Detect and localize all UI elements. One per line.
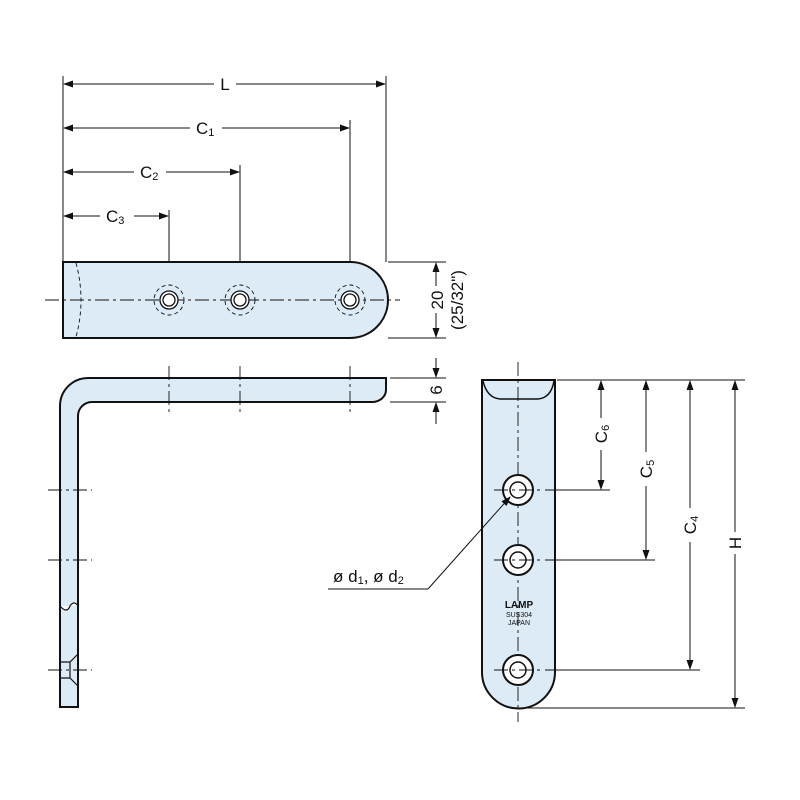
dimension-label-C5: C5: [637, 460, 657, 478]
dimension-label-width-inch: (25/32"): [448, 270, 467, 330]
front-hole-2: [494, 544, 542, 576]
dimension-C1: C1: [63, 119, 350, 139]
dimension-label-C6: C6: [592, 425, 612, 443]
dimension-C2: C2: [63, 163, 240, 183]
top-hole-2: [224, 284, 256, 316]
side-view-profile: [59, 377, 387, 708]
dimension-label-width-mm: 20: [428, 291, 447, 310]
dimension-label-C1: C1: [196, 119, 214, 139]
dimension-C3: C3: [63, 207, 169, 227]
dimension-C6: C6: [592, 380, 612, 490]
top-hole-1: [153, 284, 185, 316]
hole-diameter-callout: ø d1, ø d2: [328, 496, 511, 590]
front-hole-3: [494, 654, 542, 686]
dimension-label-thickness: 6: [427, 385, 446, 394]
dimension-width: 20 (25/32"): [388, 261, 467, 339]
dimension-C4: C4: [681, 380, 701, 670]
top-hole-3: [334, 284, 366, 316]
material-label: SUS304: [506, 612, 532, 619]
brand-logo: LAMP: [505, 600, 534, 611]
dimension-L: L: [63, 75, 386, 94]
side-view: 6: [48, 358, 446, 708]
origin-label: JAPAN: [508, 620, 530, 627]
hole-diameter-label: ø d1, ø d2: [333, 567, 404, 587]
product-marking: LAMP SUS304 JAPAN: [505, 600, 534, 627]
front-view: LAMP SUS304 JAPAN C6 C5 C4: [328, 362, 745, 722]
dimension-C5: C5: [637, 380, 657, 560]
top-view: L C1 C2 C3: [45, 75, 467, 339]
dimension-label-C4: C4: [681, 516, 701, 534]
dimension-label-L: L: [220, 75, 229, 94]
dimension-label-C3: C3: [106, 207, 124, 227]
dimension-H: H: [726, 380, 745, 708]
dimension-thickness: 6: [390, 358, 446, 424]
dimension-label-C2: C2: [140, 163, 158, 183]
dimension-label-H: H: [726, 537, 745, 549]
